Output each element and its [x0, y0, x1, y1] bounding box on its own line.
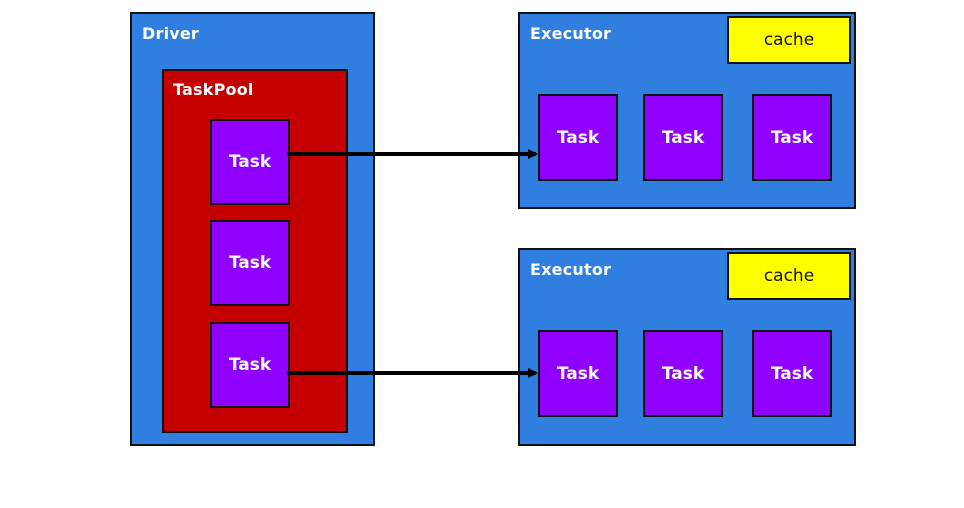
executor-label: Executor — [530, 260, 612, 279]
cache-label: cache — [763, 266, 815, 286]
executor-box-1: Executor cache Task Task Task — [518, 12, 856, 209]
cache-box: cache — [727, 16, 851, 64]
driver-label: Driver — [142, 24, 200, 43]
executor-label: Executor — [530, 24, 612, 43]
task-label: Task — [228, 355, 272, 375]
executor-1-task-1: Task — [538, 94, 618, 181]
executor-2-task-3: Task — [752, 330, 832, 417]
task-label: Task — [770, 363, 814, 384]
executor-box-2: Executor cache Task Task Task — [518, 248, 856, 446]
task-label: Task — [770, 127, 814, 148]
driver-task-3: Task — [210, 322, 290, 408]
executor-1-task-2: Task — [643, 94, 723, 181]
cache-box: cache — [727, 252, 851, 300]
executor-1-task-3: Task — [752, 94, 832, 181]
driver-task-2: Task — [210, 220, 290, 306]
cache-label: cache — [763, 30, 815, 50]
task-label: Task — [661, 127, 705, 148]
task-label: Task — [661, 363, 705, 384]
task-label: Task — [228, 152, 272, 172]
task-label: Task — [556, 127, 600, 148]
driver-box: Driver TaskPool Task Task Task — [130, 12, 375, 446]
taskpool-label: TaskPool — [173, 80, 254, 99]
task-label: Task — [228, 253, 272, 273]
task-label: Task — [556, 363, 600, 384]
driver-task-1: Task — [210, 119, 290, 205]
executor-2-task-2: Task — [643, 330, 723, 417]
executor-2-task-1: Task — [538, 330, 618, 417]
